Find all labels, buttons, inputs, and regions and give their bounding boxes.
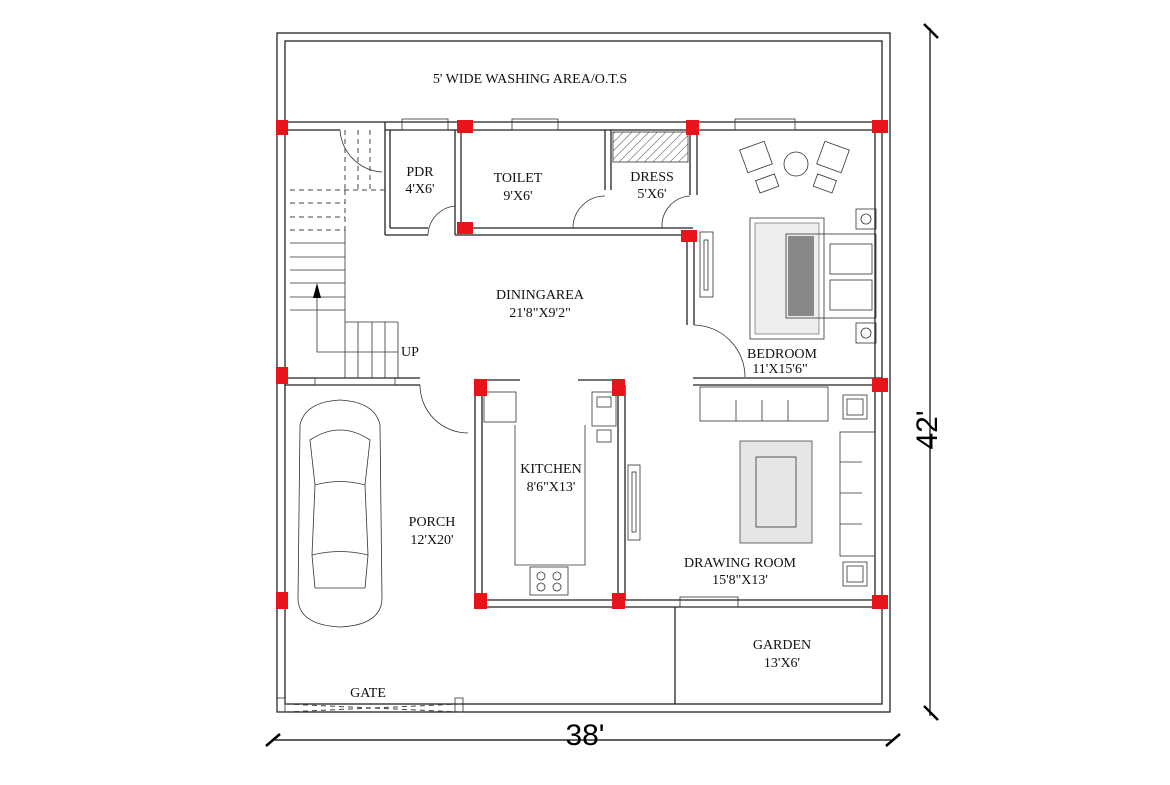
kitchen-label: KITCHEN: [520, 462, 581, 477]
dining-size: 21'8"X9'2": [509, 306, 571, 321]
garden-size: 13'X6': [764, 656, 800, 671]
width-dimension: 38': [265, 719, 901, 752]
toilet-label: TOILET: [494, 171, 543, 186]
dining-label: DININGAREA: [496, 288, 585, 303]
depth-label: 42': [911, 410, 944, 449]
drawing-room-label: DRAWING ROOM: [684, 556, 797, 571]
dress-label: DRESS: [630, 170, 674, 185]
washing-area-label: 5' WIDE WASHING AREA/O.T.S: [433, 72, 627, 87]
porch-label: PORCH: [409, 515, 456, 530]
drawing-room-size: 15'8"X13': [712, 573, 768, 588]
bedroom-furniture: [739, 140, 877, 344]
garden-label: GARDEN: [753, 638, 811, 653]
bedroom-label: BEDROOM: [747, 347, 818, 362]
pdr-size: 4'X6': [405, 182, 434, 197]
wardrobe-hatch: [612, 131, 689, 163]
gate: [276, 697, 464, 713]
structural-columns: [276, 120, 888, 609]
bedroom-size: 11'X15'6": [752, 362, 807, 377]
house-walls: [285, 118, 882, 704]
car-icon: [297, 399, 383, 628]
toilet-size: 9'X6': [503, 189, 532, 204]
depth-dimension: 42': [911, 23, 944, 721]
staircase: [290, 129, 399, 378]
width-label: 38': [565, 719, 604, 752]
gate-label: GATE: [350, 686, 386, 701]
kitchen-fixtures: [483, 391, 617, 596]
pdr-label: PDR: [406, 165, 434, 180]
dress-size: 5'X6': [637, 187, 666, 202]
drawing-room-furniture: [699, 386, 876, 587]
porch-size: 12'X20': [410, 533, 453, 548]
stair-up-label: UP: [401, 345, 419, 360]
kitchen-size: 8'6"X13': [527, 480, 576, 495]
